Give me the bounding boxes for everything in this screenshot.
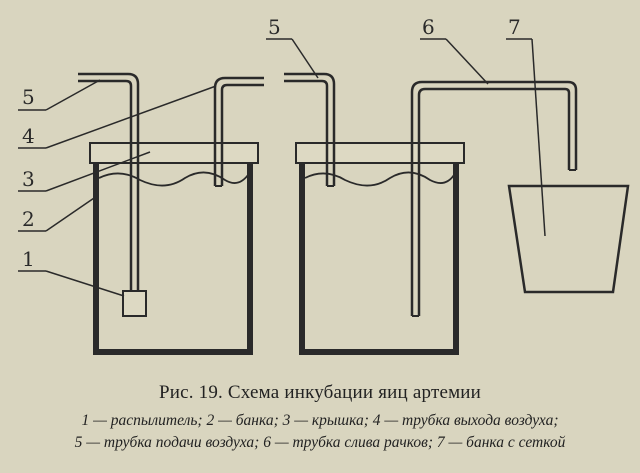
legend-line-1: 1 — распылитель; 2 — банка; 3 — крышка; … bbox=[81, 412, 559, 429]
drain-tube bbox=[410, 80, 578, 316]
jar-2-body bbox=[299, 162, 459, 355]
callout-7: 7 bbox=[508, 15, 521, 39]
jar-2-air-supply-tube-inner bbox=[284, 79, 329, 186]
figure-title: Рис. 19. Схема инкубации яиц артемии bbox=[158, 382, 482, 403]
callout-4: 4 bbox=[22, 124, 35, 148]
drain-tube-inner bbox=[417, 87, 571, 316]
sprayer bbox=[122, 290, 147, 317]
callout-5-top: 5 bbox=[268, 15, 281, 39]
callout-2: 2 bbox=[22, 207, 35, 231]
jar-1-water-surface bbox=[98, 171, 249, 187]
jar-1-lid bbox=[89, 142, 259, 164]
callout-5-left: 5 bbox=[22, 85, 35, 109]
jar-1-air-supply-tube bbox=[78, 72, 140, 292]
jar-1-air-outlet-tube bbox=[213, 76, 264, 186]
jar-2 bbox=[284, 72, 578, 355]
mesh-container bbox=[507, 184, 630, 294]
jar-1-air-outlet-tube-inner bbox=[220, 83, 264, 186]
callout-6: 6 bbox=[422, 15, 435, 39]
jar-1-air-supply-tube-inner bbox=[78, 79, 133, 292]
jar-2-lid bbox=[295, 142, 465, 164]
legend-line-2: 5 — трубка подачи воздуха; 6 — трубка сл… bbox=[74, 434, 566, 451]
callout-1: 1 bbox=[22, 247, 35, 271]
leader-lines-top bbox=[266, 38, 546, 237]
jar-2-air-supply-tube bbox=[284, 72, 336, 186]
jar-1 bbox=[78, 72, 264, 355]
figure-caption: Рис. 19. Схема инкубации яиц артемии 1 —… bbox=[0, 382, 640, 454]
leader-lines-left bbox=[18, 79, 217, 297]
jar-1-body bbox=[93, 162, 253, 355]
callout-3: 3 bbox=[22, 167, 35, 191]
